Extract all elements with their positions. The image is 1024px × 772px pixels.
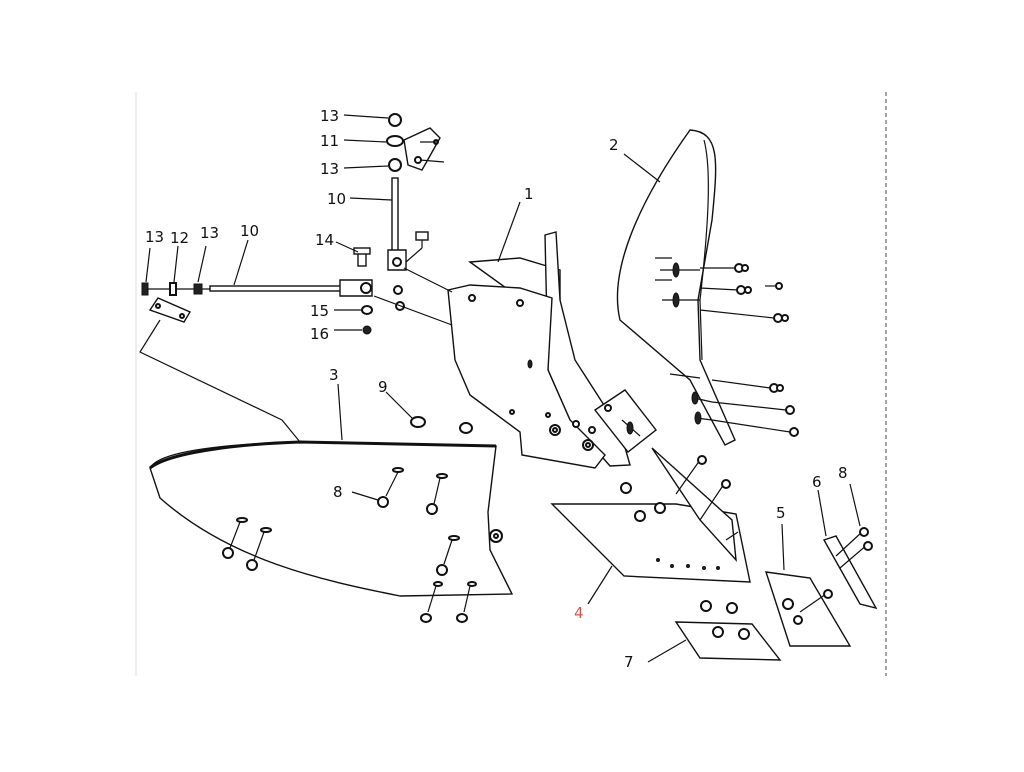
- part-5-share-point: [764, 571, 852, 647]
- part-2-bolts: [655, 257, 799, 437]
- label-15: 15: [310, 302, 329, 320]
- label-13-mid: 13: [320, 160, 339, 178]
- label-10-vertical: 10: [327, 190, 346, 208]
- label-13-top: 13: [320, 107, 339, 125]
- label-2: 2: [609, 136, 619, 154]
- label-3: 3: [329, 366, 339, 384]
- callout-labels: 13 11 13 10 14 15 16 13 12 13 10 1 2 3 9…: [145, 107, 848, 671]
- part-2-landside-plate: [616, 129, 736, 446]
- label-12: 12: [170, 229, 189, 247]
- label-8-wing: 8: [838, 464, 848, 482]
- label-13-right: 13: [200, 224, 219, 242]
- label-11: 11: [320, 132, 339, 150]
- bracket-plate: [593, 389, 657, 453]
- label-6: 6: [812, 473, 822, 491]
- label-7: 7: [624, 653, 634, 671]
- part-7-plate: [674, 600, 782, 661]
- label-16: 16: [310, 325, 329, 343]
- label-10-horizontal: 10: [240, 222, 259, 240]
- part-4-share: [550, 447, 751, 583]
- part-1-frog-body: [447, 231, 631, 469]
- label-14: 14: [315, 231, 334, 249]
- label-4: 4: [574, 604, 584, 622]
- part-3-moldboard: [139, 319, 514, 623]
- label-9: 9: [378, 378, 388, 396]
- top-link-assembly: [141, 113, 453, 335]
- label-1: 1: [524, 185, 534, 203]
- label-8-moldboard: 8: [333, 483, 343, 501]
- label-5: 5: [776, 504, 786, 522]
- part-6-wing: [822, 527, 878, 610]
- leader-lines: [145, 114, 861, 663]
- label-13-left: 13: [145, 228, 164, 246]
